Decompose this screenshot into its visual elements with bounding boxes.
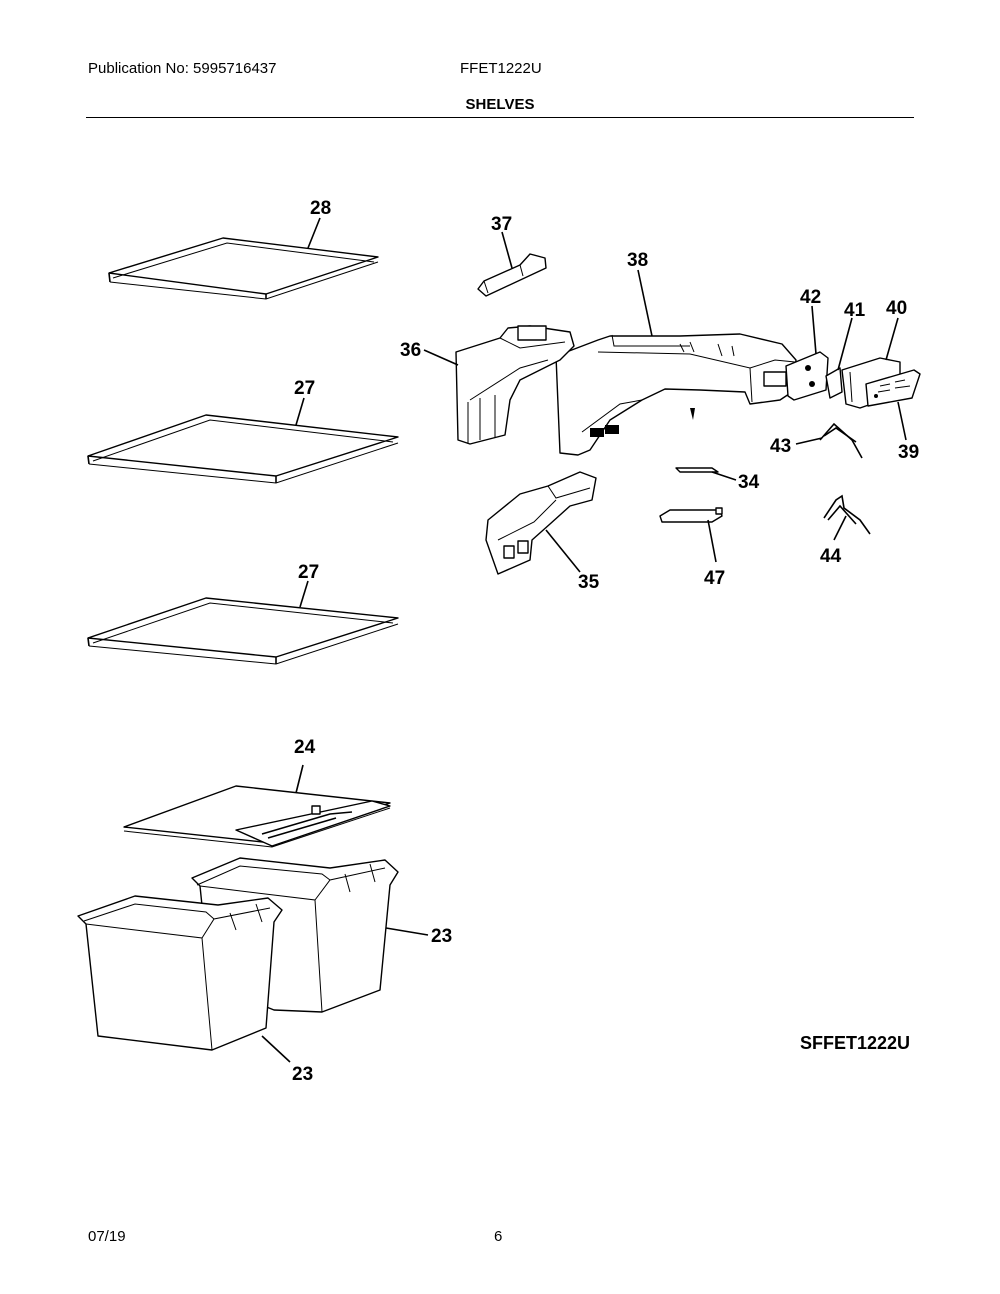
shelf-part-27-lower[interactable] — [87, 597, 399, 665]
part-42[interactable] — [785, 351, 829, 401]
leader-27-upper — [295, 397, 305, 426]
crisper-cover-part-24[interactable] — [123, 785, 391, 848]
leader-43 — [795, 437, 823, 445]
page-number: 6 — [494, 1228, 503, 1245]
callout-40: 40 — [886, 298, 907, 319]
shelf-part-28[interactable] — [108, 237, 379, 300]
diagram-code: SFFET1222U — [800, 1033, 911, 1053]
leader-27-lower — [299, 580, 309, 608]
leader-28 — [307, 217, 321, 249]
callout-47: 47 — [704, 568, 725, 589]
callout-37: 37 — [491, 214, 512, 235]
leader-44 — [833, 515, 847, 541]
leader-42 — [811, 305, 817, 355]
publication-number: Publication No: 5995716437 — [88, 60, 277, 77]
footer-date: 07/19 — [88, 1228, 126, 1245]
housing-part-38[interactable] — [555, 333, 797, 456]
leader-47 — [707, 519, 717, 563]
callout-28: 28 — [310, 198, 331, 219]
callout-23-right: 23 — [431, 926, 452, 947]
callout-41: 41 — [844, 300, 866, 321]
callout-34: 34 — [738, 472, 760, 493]
leader-23-bottom — [261, 1035, 291, 1063]
callout-35: 35 — [578, 572, 600, 593]
leader-23-right — [385, 927, 429, 936]
callout-23-bottom: 23 — [292, 1064, 313, 1085]
part-37[interactable] — [477, 253, 547, 297]
callout-42: 42 — [800, 287, 821, 308]
model-number: FFET1222U — [460, 60, 542, 77]
callout-27-lower: 27 — [298, 562, 319, 583]
part-34[interactable] — [675, 467, 719, 473]
leader-36 — [423, 349, 459, 366]
part-36[interactable] — [455, 325, 575, 445]
part-43[interactable] — [819, 422, 863, 459]
leader-41 — [837, 317, 853, 371]
shelf-part-27-upper[interactable] — [87, 414, 399, 484]
part-44[interactable] — [823, 494, 871, 535]
callout-36: 36 — [400, 340, 421, 361]
part-35[interactable] — [485, 471, 597, 575]
callout-39: 39 — [898, 442, 919, 463]
part-47[interactable] — [659, 507, 723, 523]
leader-24 — [295, 764, 304, 794]
header-rule — [86, 117, 914, 118]
leader-37 — [501, 231, 513, 269]
section-title: SHELVES — [465, 96, 535, 113]
leader-35 — [545, 529, 581, 573]
part-39[interactable] — [865, 369, 921, 407]
leader-40 — [885, 317, 899, 361]
callout-44: 44 — [820, 546, 842, 567]
callout-24: 24 — [294, 737, 316, 758]
leader-39 — [897, 401, 907, 441]
crisper-bin-part-23-front[interactable] — [77, 895, 283, 1051]
leader-34 — [711, 471, 737, 481]
callout-27-upper: 27 — [294, 378, 315, 399]
part-41[interactable] — [825, 367, 843, 399]
leader-38 — [637, 269, 653, 337]
callout-43: 43 — [770, 436, 791, 457]
callout-38: 38 — [627, 250, 648, 271]
